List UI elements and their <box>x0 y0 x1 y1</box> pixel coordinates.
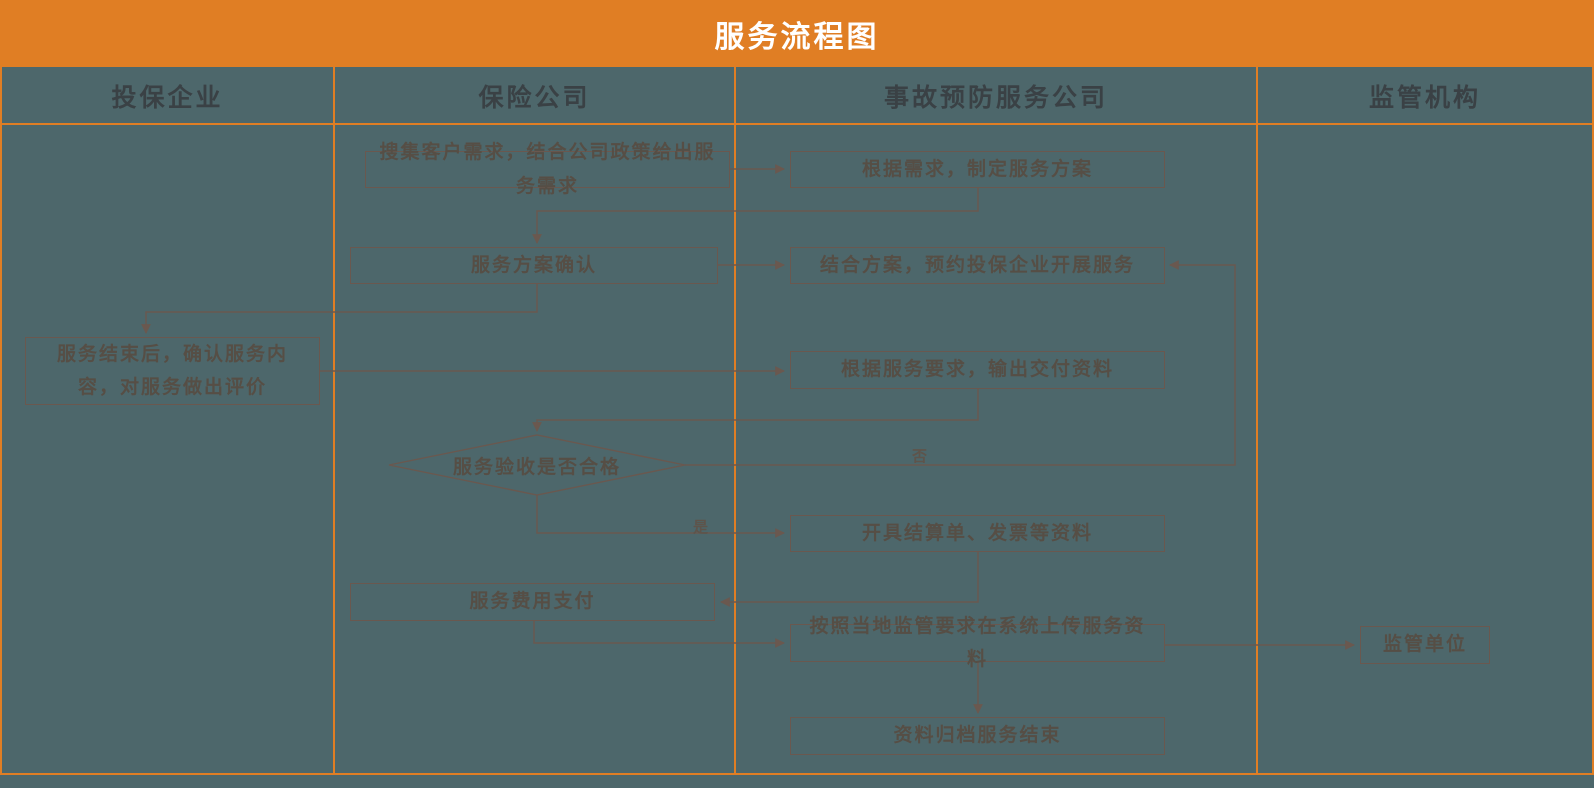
lane-divider-2 <box>734 67 736 775</box>
node-schedule-service: 结合方案，预约投保企业开展服务 <box>790 247 1165 284</box>
edge-pay-to-upload <box>533 621 785 648</box>
lane-header-prevention-service-company: 事故预防服务公司 <box>883 83 1108 112</box>
edge-check-yes-to-settlement <box>536 495 785 538</box>
node-upload-materials: 按照当地监管要求在系统上传服务资料 <box>790 616 1165 670</box>
node-make-plan: 根据需求，制定服务方案 <box>790 151 1165 188</box>
branch-label-no: 否 <box>912 448 928 465</box>
node-confirm-plan: 服务方案确认 <box>350 247 718 284</box>
header-divider-line <box>0 123 1594 125</box>
lane-divider-3 <box>1256 67 1258 775</box>
lane-header-insured-enterprise: 投保企业 <box>111 83 224 112</box>
edge-output-to-check <box>532 389 979 432</box>
node-pay-fee: 服务费用支付 <box>350 583 715 621</box>
lane-divider-1 <box>333 67 335 775</box>
right-border-line <box>1592 67 1594 775</box>
lane-header-insurance-company: 保险公司 <box>478 83 591 112</box>
edge-settlement-to-pay <box>720 552 979 607</box>
node-acceptance-check: 服务验收是否合格 <box>452 456 621 478</box>
node-collect-needs: 搜集客户需求，结合公司政策给出服务需求 <box>365 142 730 197</box>
node-issue-settlement: 开具结算单、发票等资料 <box>790 515 1165 552</box>
title-bar: 服务流程图 <box>0 0 1594 67</box>
node-output-materials: 根据服务要求，输出交付资料 <box>790 351 1165 389</box>
node-enterprise-evaluate: 服务结束后，确认服务内容，对服务做出评价 <box>25 337 320 405</box>
node-regulator: 监管单位 <box>1360 626 1490 664</box>
node-archive-end: 资料归档服务结束 <box>790 717 1165 755</box>
bottom-border-line <box>0 773 1594 775</box>
left-border-line <box>0 67 2 775</box>
edge-confirm-to-evaluate <box>141 284 538 334</box>
lane-header-regulator: 监管机构 <box>1368 83 1481 112</box>
branch-label-yes: 是 <box>693 519 709 536</box>
diagram-title: 服务流程图 <box>714 20 880 54</box>
